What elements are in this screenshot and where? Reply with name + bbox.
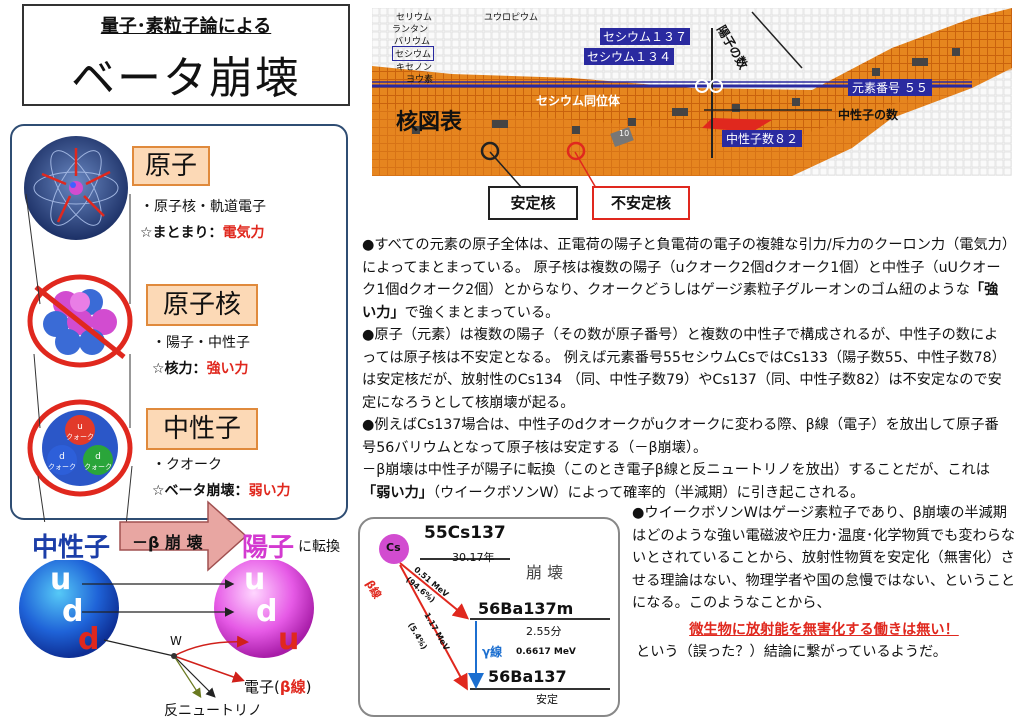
- nucleus-illustration: [27, 274, 133, 368]
- conclusion-text: ●ウイークボソンWはゲージ素粒子であり、β崩壊の半減期はどのような強い電磁波や圧…: [632, 502, 1016, 664]
- decay-scheme: Cs 55Cs137 30.17年 崩 壊 β線 0.51 MeV (94.6%…: [358, 517, 620, 717]
- nucleus-force-prefix: ☆核力：: [152, 361, 207, 377]
- element-iodine: ヨウ素: [406, 75, 434, 85]
- cs-icon-label: Cs: [386, 541, 401, 554]
- cs134-label: セシウム１３４: [584, 48, 675, 65]
- neutron-label: 中性子: [146, 408, 258, 450]
- neutron-desc-line1: ・クオーク: [152, 457, 222, 473]
- quark-u-label: u: [77, 422, 83, 432]
- chart-of-nuclides-title: 核図表: [396, 110, 463, 135]
- zoom-lines: [25, 193, 133, 522]
- proton-quark-u1: u: [244, 562, 266, 597]
- atom-label: 原子: [132, 146, 210, 186]
- warning-text: 微生物に放射能を無害化する働きは無い！: [689, 621, 959, 638]
- nucleus-desc-line1: ・陽子・中性子: [152, 335, 250, 351]
- cs137-label: セシウム１３７: [600, 28, 691, 45]
- decay-scheme-graphic: [379, 534, 610, 691]
- conversion-neutron-label: 中性子: [32, 533, 111, 563]
- gamma-ray-label: γ線: [482, 645, 503, 659]
- atom-force-prefix: ☆まとまり：: [140, 225, 223, 241]
- conversion-suffix: に転換: [298, 539, 340, 555]
- paragraph-2: ●原子（元素）は複数の陽子（その数が原子番号）と複数の中性子で構成されるが、中性…: [362, 327, 1006, 411]
- proton-quark-u2: u: [278, 622, 300, 657]
- warning-line: 微生物に放射能を無害化する働きは無い！: [632, 619, 1016, 642]
- quark-d2-label: d: [95, 452, 101, 462]
- neutron-desc: ・クオーク ☆ベータ崩壊：弱い力: [152, 452, 291, 504]
- cs137-level: 55Cs137: [424, 523, 506, 543]
- neutron-quark-d1: d: [62, 594, 84, 629]
- title-box: 量子･素粒子論による ベータ崩壊: [22, 4, 350, 106]
- stable-nucleus-label: 安定核: [488, 186, 578, 220]
- neutron-quark-d2: d: [78, 622, 100, 657]
- conclusion-paragraph: ●ウイークボソンWはゲージ素粒子であり、β崩壊の半減期はどのような強い電磁波や圧…: [632, 505, 1016, 611]
- conversion-proton-label: 陽子: [242, 533, 295, 563]
- neutron-force: 弱い力: [248, 483, 291, 499]
- atom-illustration: [24, 136, 128, 240]
- paragraph-3: ●例えばCs137場合は、中性子のdクオークがuクオークに変わる際、β線（電子）…: [362, 417, 999, 456]
- stable-word: 安定: [536, 693, 558, 706]
- svg-text:クォーク: クォーク: [48, 463, 76, 471]
- neutron-illustration: u クォーク d クォーク d クォーク: [27, 399, 133, 497]
- beta-decay-arrow-label: －β 崩 壊: [132, 533, 203, 552]
- paragraph-1: ●すべての元素の原子全体は、正電荷の陽子と負電荷の電子の複雑な引力/斥力のクーロ…: [362, 237, 1009, 321]
- page-title: ベータ崩壊: [71, 53, 301, 104]
- nuclide-chart: セリウム ランタン バリウム セシウム キセノン ヨウ素 ユウロピウム セシウム…: [372, 8, 1012, 176]
- w-boson-label: W: [170, 634, 182, 648]
- neutron-quark-u: u: [50, 562, 72, 597]
- conclusion-tail: という（誤った？）結論に繋がっているようだ。: [636, 644, 947, 660]
- neutron-to-proton-diagram: [19, 560, 314, 699]
- tile-number: 10: [619, 129, 630, 138]
- atom-desc-line1: ・原子核・軌道電子: [140, 199, 266, 215]
- element-xenon: キセノン: [396, 63, 433, 73]
- isotope-label: セシウム同位体: [536, 94, 621, 108]
- paragraph-4: －β崩壊は中性子が陽子に転換（このとき電子β線と反ニュートリノを放出）することだ…: [362, 462, 990, 501]
- beta-decay-arrow: [119, 500, 248, 572]
- atom-desc: ・原子核・軌道電子 ☆まとまり：電気力: [140, 194, 266, 246]
- element-cesium: セシウム: [392, 46, 435, 61]
- nucleus-desc: ・陽子・中性子 ☆核力：強い力: [152, 330, 250, 382]
- legend-pointers: [489, 151, 597, 189]
- unstable-nucleus-label: 不安定核: [592, 186, 690, 220]
- nucleus-label: 原子核: [146, 284, 258, 326]
- antineutrino-label: 反ニュートリノ: [164, 703, 262, 719]
- ba137m-level: 56Ba137m: [478, 599, 574, 618]
- svg-text:クォーク: クォーク: [66, 433, 94, 441]
- atom-force: 電気力: [222, 225, 265, 241]
- gamma-energy: 0.6617 MeV: [516, 647, 576, 657]
- element-cerium: セリウム: [396, 13, 433, 23]
- explanation-text: ●すべての元素の原子全体は、正電荷の陽子と負電荷の電子の複雑な引力/斥力のクーロ…: [362, 234, 1012, 504]
- element-barium: バリウム: [394, 37, 431, 47]
- element-number-label: 元素番号 ５５: [848, 79, 932, 96]
- element-lanthanum: ランタン: [392, 25, 429, 35]
- decay-word: 崩 壊: [526, 563, 564, 582]
- electron-label: 電子(β線): [244, 678, 312, 696]
- neutron-number-label: 中性子数８２: [722, 130, 803, 147]
- neutron-force-prefix: ☆ベータ崩壊：: [152, 483, 249, 499]
- element-europium: ユウロピウム: [484, 13, 539, 23]
- cs137-halflife: 30.17年: [452, 551, 495, 564]
- nucleus-force: 強い力: [206, 361, 249, 377]
- title-subtitle: 量子･素粒子論による: [100, 16, 272, 37]
- structure-panel: u クォーク d クォーク d クォーク 原子 ・原子核・軌道電子 ☆まとまり：…: [10, 124, 348, 522]
- ba137-level: 56Ba137: [488, 667, 567, 686]
- quark-d-label: d: [59, 452, 65, 462]
- proton-quark-d: d: [256, 594, 278, 629]
- ba137m-halflife: 2.55分: [526, 625, 562, 638]
- svg-text:クォーク: クォーク: [84, 463, 112, 471]
- neutron-axis-label: 中性子の数: [838, 108, 899, 122]
